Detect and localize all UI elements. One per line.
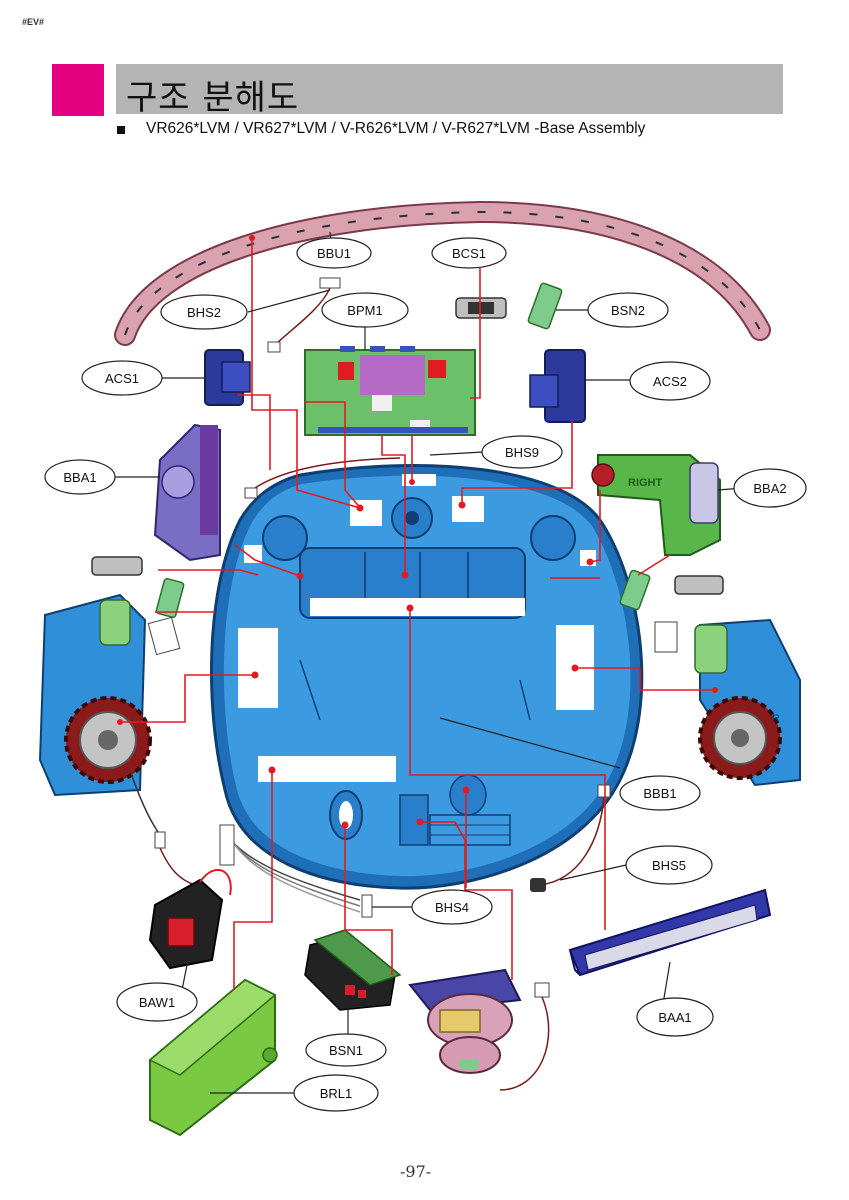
label-bba1-text: BBA1 bbox=[63, 470, 96, 485]
bsn1-board bbox=[304, 929, 402, 1011]
label-bhs5-text: BHS5 bbox=[652, 858, 686, 873]
label-baw1: BAW1 bbox=[116, 982, 198, 1022]
bcs1-part bbox=[455, 297, 507, 319]
right-cliff-sensor bbox=[619, 569, 724, 611]
label-bhs4: BHS4 bbox=[411, 889, 493, 925]
header-accent-square bbox=[52, 64, 104, 116]
label-bhs2-text: BHS2 bbox=[187, 305, 221, 320]
label-bpm1-text: BPM1 bbox=[347, 303, 382, 318]
right-wheel-r-text: R bbox=[772, 713, 780, 725]
label-bpm1: BPM1 bbox=[321, 292, 409, 328]
label-acs1-text: ACS1 bbox=[105, 371, 139, 386]
label-bbb1-text: BBB1 bbox=[643, 786, 676, 801]
label-bcs1-text: BCS1 bbox=[452, 246, 486, 261]
wire-harnesses bbox=[129, 277, 678, 1091]
bullet-square-icon bbox=[117, 126, 125, 134]
label-bbb1: BBB1 bbox=[619, 775, 701, 811]
brl1-battery bbox=[148, 978, 278, 1137]
label-leaders bbox=[112, 231, 744, 1094]
page-number: -97- bbox=[400, 1162, 432, 1181]
bumper-arc bbox=[114, 200, 771, 346]
bsn2-part bbox=[527, 282, 563, 330]
label-acs2: ACS2 bbox=[629, 361, 711, 401]
label-bbu1: BBU1 bbox=[296, 237, 372, 269]
page-subtitle: VR626*LVM / VR627*LVM / V-R626*LVM / V-R… bbox=[146, 120, 646, 137]
acs1-part bbox=[204, 349, 251, 406]
label-brl1-text: BRL1 bbox=[320, 1086, 353, 1101]
bba1-part bbox=[153, 423, 221, 562]
main-pcb bbox=[304, 346, 476, 436]
label-baw1-text: BAW1 bbox=[139, 995, 175, 1010]
label-acs2-text: ACS2 bbox=[653, 374, 687, 389]
label-bba2: BBA2 bbox=[733, 468, 807, 508]
suction-motor bbox=[408, 968, 522, 1074]
bba2-part: RIGHT bbox=[591, 454, 721, 556]
label-bhs2: BHS2 bbox=[160, 294, 248, 330]
corner-tag: #EV# bbox=[22, 17, 45, 27]
leader-dots bbox=[117, 235, 718, 829]
label-bsn1-text: BSN1 bbox=[329, 1043, 363, 1058]
label-bcs1: BCS1 bbox=[431, 237, 507, 269]
base-plate bbox=[210, 464, 644, 890]
left-wheel-module bbox=[38, 593, 152, 797]
bba2-right-text: RIGHT bbox=[628, 477, 663, 489]
acs2-part bbox=[529, 349, 586, 423]
label-bbu1-text: BBU1 bbox=[317, 246, 351, 261]
label-bsn2-text: BSN2 bbox=[611, 303, 645, 318]
label-bhs9: BHS9 bbox=[481, 435, 563, 469]
label-bba1: BBA1 bbox=[44, 459, 116, 495]
label-bhs9-text: BHS9 bbox=[505, 445, 539, 460]
left-cliff-sensor bbox=[91, 556, 185, 619]
header-bar bbox=[116, 64, 783, 114]
label-bhs5: BHS5 bbox=[625, 845, 713, 885]
page-title: 구조 분해도 bbox=[126, 78, 300, 118]
right-wheel-module: R bbox=[694, 618, 801, 787]
label-bba2-text: BBA2 bbox=[753, 481, 786, 496]
label-bsn2: BSN2 bbox=[587, 292, 669, 328]
label-baa1-text: BAA1 bbox=[658, 1010, 691, 1025]
label-bsn1: BSN1 bbox=[305, 1033, 387, 1067]
label-baa1: BAA1 bbox=[636, 997, 714, 1037]
label-bhs4-text: BHS4 bbox=[435, 900, 469, 915]
label-brl1: BRL1 bbox=[293, 1074, 379, 1112]
baw1-switch bbox=[148, 869, 232, 970]
label-acs1: ACS1 bbox=[81, 360, 163, 396]
baa1-cover bbox=[568, 888, 772, 977]
